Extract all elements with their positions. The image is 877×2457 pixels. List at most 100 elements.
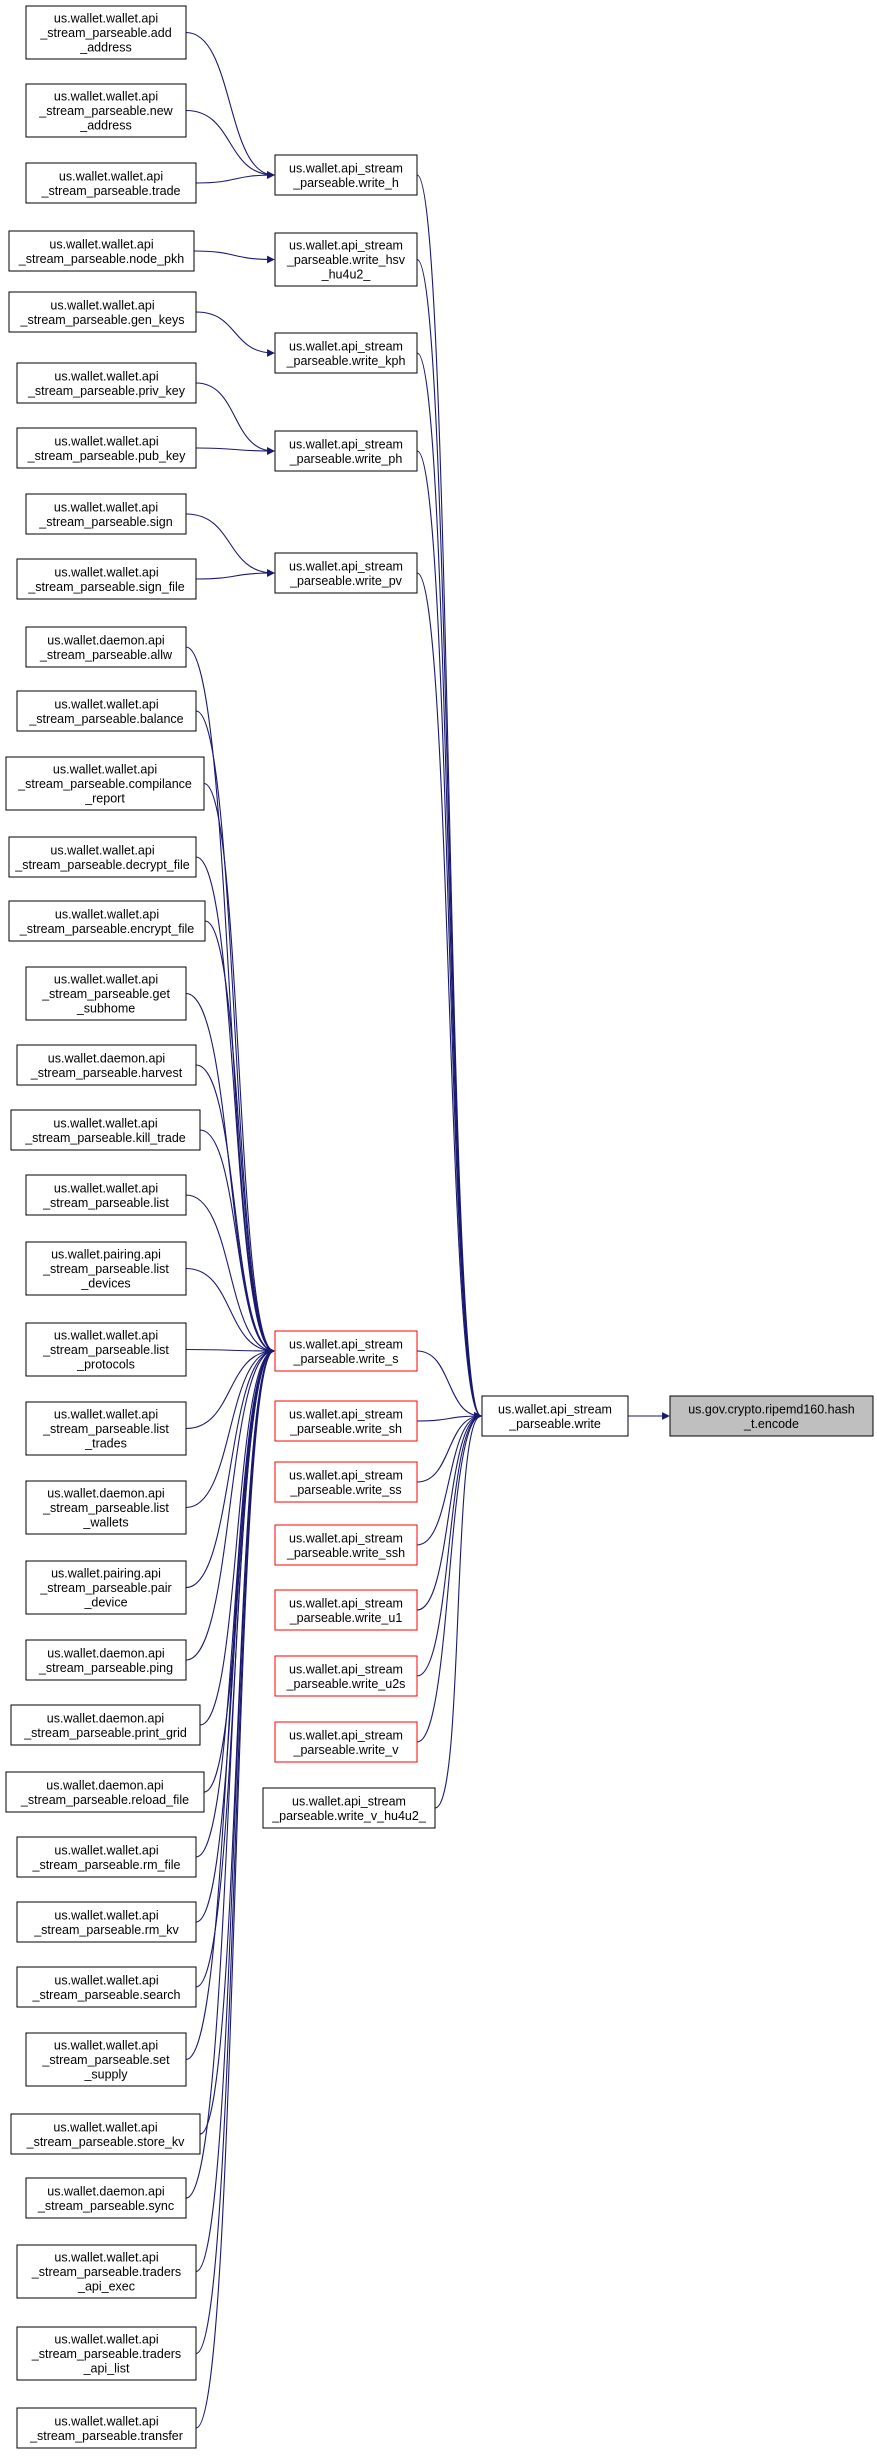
node-write-sh[interactable]: us.wallet.api_stream_parseable.write_sh — [274, 1400, 418, 1442]
edge-set-supply-to-write-s — [185, 1347, 275, 2061]
node-write[interactable]: us.wallet.api_stream_parseable.write — [481, 1395, 629, 1437]
node-label-line: _protocols — [76, 1358, 135, 1372]
node-print-grid[interactable]: us.wallet.daemon.api_stream_parseable.pr… — [10, 1704, 201, 1746]
node-label-line: us.wallet.daemon.api — [47, 2184, 164, 2198]
node-write-v[interactable]: us.wallet.api_stream_parseable.write_v — [274, 1721, 418, 1763]
node-list[interactable]: us.wallet.wallet.api_stream_parseable.li… — [25, 1174, 187, 1216]
node-box — [25, 1639, 187, 1681]
node-subhome[interactable]: us.wallet.wallet.api_stream_parseable.ge… — [25, 966, 187, 1021]
node-label-line: us.wallet.wallet.api — [53, 763, 157, 777]
node-label-line: us.wallet.wallet.api — [49, 237, 153, 251]
node-label-line: _stream_parseable.add — [39, 26, 171, 40]
node-list-devices[interactable]: us.wallet.pairing.api_stream_parseable.l… — [25, 1241, 187, 1296]
node-label-line: us.gov.crypto.ripemd160.hash — [688, 1402, 855, 1416]
node-label-line: us.wallet.wallet.api — [54, 2251, 158, 2265]
node-allw[interactable]: us.wallet.daemon.api_stream_parseable.al… — [25, 626, 187, 668]
node-store-kv[interactable]: us.wallet.wallet.api_stream_parseable.st… — [10, 2113, 201, 2155]
node-box — [262, 1787, 436, 1829]
node-label-line: us.wallet.pairing.api — [51, 1248, 161, 1262]
node-label-line: us.wallet.daemon.api — [47, 1711, 164, 1725]
edge-print-grid-to-write-s — [199, 1347, 275, 1726]
node-label-line: _parseable.write_v — [293, 1743, 400, 1757]
node-sign[interactable]: us.wallet.wallet.api_stream_parseable.si… — [25, 493, 187, 535]
node-write-hsv[interactable]: us.wallet.api_stream_parseable.write_hsv… — [274, 232, 418, 287]
node-write-ss[interactable]: us.wallet.api_stream_parseable.write_ss — [274, 1461, 418, 1503]
node-pair-device[interactable]: us.wallet.pairing.api_stream_parseable.p… — [25, 1560, 187, 1615]
node-box — [274, 1461, 418, 1503]
node-sync[interactable]: us.wallet.daemon.api_stream_parseable.sy… — [25, 2177, 187, 2219]
node-label-line: _stream_parseable.traders — [31, 2265, 181, 2279]
node-traders-exec[interactable]: us.wallet.wallet.api_stream_parseable.tr… — [16, 2244, 197, 2299]
node-write-s[interactable]: us.wallet.api_stream_parseable.write_s — [274, 1330, 418, 1372]
edge-pub-key-to-write-ph — [195, 447, 275, 455]
node-write-h[interactable]: us.wallet.api_stream_parseable.write_h — [274, 154, 418, 196]
node-trade[interactable]: us.wallet.wallet.api_stream_parseable.tr… — [25, 162, 197, 204]
node-rm-kv[interactable]: us.wallet.wallet.api_stream_parseable.rm… — [16, 1901, 197, 1943]
node-write-u1[interactable]: us.wallet.api_stream_parseable.write_u1 — [274, 1589, 418, 1631]
node-box — [669, 1395, 874, 1437]
node-transfer[interactable]: us.wallet.wallet.api_stream_parseable.tr… — [16, 2407, 197, 2449]
node-write-kph[interactable]: us.wallet.api_stream_parseable.write_kph — [274, 332, 418, 374]
node-label-line: _stream_parseable.sign — [38, 515, 172, 529]
node-gen-keys[interactable]: us.wallet.wallet.api_stream_parseable.ge… — [8, 291, 197, 333]
node-reload-file[interactable]: us.wallet.daemon.api_stream_parseable.re… — [5, 1771, 205, 1813]
node-label-line: _parseable.write_u1 — [289, 1611, 403, 1625]
edge-sign-file-to-write-pv — [195, 569, 275, 580]
node-label-line: _stream_parseable.list — [42, 1501, 169, 1515]
edges-layer — [185, 31, 670, 2429]
node-label-line: us.wallet.wallet.api — [54, 1973, 158, 1987]
node-compilance[interactable]: us.wallet.wallet.api_stream_parseable.co… — [5, 756, 205, 811]
edge-list-wallets-to-write-s — [185, 1347, 275, 1509]
node-new-address[interactable]: us.wallet.wallet.api_stream_parseable.ne… — [25, 83, 187, 138]
node-pub-key[interactable]: us.wallet.wallet.api_stream_parseable.pu… — [16, 427, 197, 469]
node-label-line: _stream_parseable.kill_trade — [24, 1131, 186, 1145]
node-add-address[interactable]: us.wallet.wallet.api_stream_parseable.ad… — [25, 5, 187, 60]
node-label-line: us.wallet.api_stream — [289, 437, 403, 451]
node-write-ssh[interactable]: us.wallet.api_stream_parseable.write_ssh — [274, 1524, 418, 1566]
node-label-line: _parseable.write_u2s — [286, 1677, 406, 1691]
node-label-line: _stream_parseable.rm_kv — [33, 1923, 179, 1937]
node-search[interactable]: us.wallet.wallet.api_stream_parseable.se… — [16, 1966, 197, 2008]
node-write-pv[interactable]: us.wallet.api_stream_parseable.write_pv — [274, 552, 418, 594]
node-label-line: us.wallet.api_stream — [498, 1402, 612, 1416]
node-label-line: _stream_parseable.trade — [41, 184, 181, 198]
node-encrypt[interactable]: us.wallet.wallet.api_stream_parseable.en… — [8, 900, 206, 942]
node-decrypt[interactable]: us.wallet.wallet.api_stream_parseable.de… — [8, 836, 197, 878]
node-label-line: us.wallet.wallet.api — [54, 1181, 158, 1195]
edge-traders-exec-to-write-s — [195, 1347, 275, 2273]
node-list-protocols[interactable]: us.wallet.wallet.api_stream_parseable.li… — [25, 1322, 187, 1377]
node-write-ph[interactable]: us.wallet.api_stream_parseable.write_ph — [274, 430, 418, 472]
node-box — [8, 836, 197, 878]
node-harvest[interactable]: us.wallet.daemon.api_stream_parseable.ha… — [16, 1044, 197, 1086]
node-write-v-hu4u2[interactable]: us.wallet.api_stream_parseable.write_v_h… — [262, 1787, 436, 1829]
node-label-line: _address — [79, 41, 131, 55]
node-label-line: _stream_parseable.balance — [28, 712, 183, 726]
node-label-line: _stream_parseable.set — [41, 2053, 170, 2067]
node-label-line: us.wallet.wallet.api — [54, 973, 158, 987]
node-priv-key[interactable]: us.wallet.wallet.api_stream_parseable.pr… — [16, 362, 197, 404]
node-list-wallets[interactable]: us.wallet.daemon.api_stream_parseable.li… — [25, 1480, 187, 1535]
node-traders-list[interactable]: us.wallet.wallet.api_stream_parseable.tr… — [16, 2326, 197, 2381]
node-ping[interactable]: us.wallet.daemon.api_stream_parseable.pi… — [25, 1639, 187, 1681]
node-box — [25, 1174, 187, 1216]
node-write-u2s[interactable]: us.wallet.api_stream_parseable.write_u2s — [274, 1655, 418, 1697]
node-list-trades[interactable]: us.wallet.wallet.api_stream_parseable.li… — [25, 1401, 187, 1456]
node-kill-trade[interactable]: us.wallet.wallet.api_stream_parseable.ki… — [10, 1109, 201, 1151]
node-label-line: us.wallet.wallet.api — [54, 434, 158, 448]
node-label-line: us.wallet.api_stream — [289, 239, 403, 253]
node-label-line: us.wallet.daemon.api — [47, 633, 164, 647]
node-encode[interactable]: us.gov.crypto.ripemd160.hash_t.encode — [669, 1395, 874, 1437]
node-label-line: _stream_parseable.new — [38, 104, 173, 118]
edge-list-trades-to-write-s — [185, 1347, 275, 1430]
node-box — [274, 232, 418, 287]
node-balance[interactable]: us.wallet.wallet.api_stream_parseable.ba… — [16, 690, 197, 732]
node-set-supply[interactable]: us.wallet.wallet.api_stream_parseable.se… — [25, 2032, 187, 2087]
node-box — [25, 966, 187, 1021]
node-node-pkh[interactable]: us.wallet.wallet.api_stream_parseable.no… — [8, 230, 195, 272]
node-sign-file[interactable]: us.wallet.wallet.api_stream_parseable.si… — [16, 558, 197, 600]
node-rm-file[interactable]: us.wallet.wallet.api_stream_parseable.rm… — [16, 1836, 197, 1878]
node-box — [16, 2244, 197, 2299]
node-label-line: _wallets — [82, 1516, 128, 1530]
node-label-line: _parseable.write_ssh — [286, 1546, 405, 1560]
